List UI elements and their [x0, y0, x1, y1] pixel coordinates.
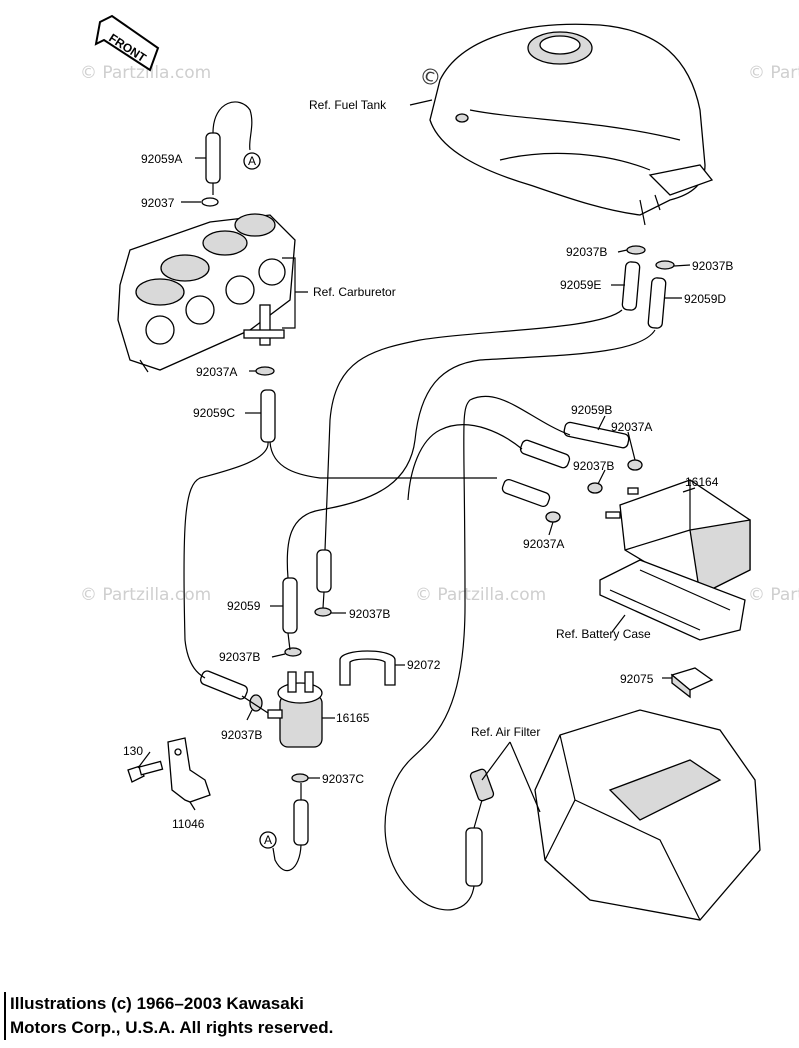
label-ref-carburetor: Ref. Carburetor	[313, 285, 396, 299]
watermark: © Partzilla.com	[80, 585, 211, 605]
bracket-11046	[167, 737, 211, 803]
hose-pump-bottom	[293, 799, 309, 846]
label-92037A-carb: 92037A	[196, 365, 237, 379]
hose-air-filter	[465, 827, 483, 887]
clamp-92037A-canister-bottom	[545, 511, 561, 523]
label-92059E: 92059E	[560, 278, 601, 292]
watermark: © Partzilla.com	[80, 63, 211, 83]
label-92037B-pump-top: 92037B	[349, 607, 390, 621]
air-filter-fitting	[469, 768, 495, 802]
clamp-92037	[201, 197, 219, 207]
carburetor-bracket-line	[282, 257, 308, 329]
watermark: © Partzilla.com	[415, 585, 546, 605]
label-92059C: 92059C	[193, 406, 235, 420]
watermark: © Partzilla.com	[748, 63, 799, 83]
connector-a-bottom: A	[259, 831, 277, 849]
label-92037: 92037	[141, 196, 175, 210]
clamp-92037C	[291, 773, 309, 783]
hose-92059B	[563, 421, 630, 449]
label-92037B-pump-inlet: 92037B	[221, 728, 262, 742]
fuel-pump-16165	[267, 671, 323, 748]
fuel-tubing	[183, 183, 656, 911]
label-92059B: 92059B	[571, 403, 612, 417]
label-130: 130	[123, 744, 143, 758]
clamp-92037B-canister	[587, 482, 603, 494]
label-ref-air-filter: Ref. Air Filter	[471, 725, 540, 739]
label-ref-battery-case: Ref. Battery Case	[556, 627, 651, 641]
label-92059: 92059	[227, 599, 261, 613]
clamp-92037B-tank-right	[655, 260, 675, 270]
leader-lines	[137, 99, 696, 813]
pump-bracket-92072	[339, 650, 396, 686]
air-filter-housing	[534, 709, 761, 921]
clamp-92037A-carb	[255, 366, 275, 376]
carburetor-assembly	[117, 213, 296, 373]
label-92037C: 92037C	[322, 772, 364, 786]
hose-canister-lower	[501, 478, 551, 508]
hose-92059E	[621, 261, 641, 311]
pad-92075	[670, 667, 714, 699]
clamp-92037B-pump-top	[314, 607, 332, 617]
connector-a-top: A	[243, 152, 261, 170]
bolt-130	[127, 760, 164, 783]
label-ref-fuel-tank: Ref. Fuel Tank	[309, 98, 387, 112]
copyright-line-1: Illustrations (c) 1966–2003 Kawasaki	[10, 994, 304, 1013]
label-92037B-pump-left: 92037B	[219, 650, 260, 664]
front-arrow-icon: FRONT	[94, 14, 160, 72]
hose-92059D	[647, 277, 667, 329]
label-92072: 92072	[407, 658, 441, 672]
copyright-notice: Illustrations (c) 1966–2003 Kawasaki Mot…	[4, 992, 450, 1040]
label-92037B-tank-right: 92037B	[692, 259, 733, 273]
part-labels: Ref. Fuel Tank Ref. Carburetor Ref. Batt…	[123, 98, 733, 831]
hose-pump-left	[199, 670, 249, 700]
label-92059D: 92059D	[684, 292, 726, 306]
label-92037A-canister-bottom: 92037A	[523, 537, 564, 551]
label-92037A-canister-top: 92037A	[611, 420, 652, 434]
hose-canister-middle	[519, 439, 571, 469]
svg-text:A: A	[264, 833, 272, 847]
fuel-tank	[429, 23, 714, 226]
clamp-92037A-canister	[627, 459, 643, 471]
hose-92059C	[260, 389, 276, 443]
hose-pump-top	[316, 549, 332, 593]
label-92075: 92075	[620, 672, 654, 686]
svg-text:A: A	[248, 154, 256, 168]
label-16164: 16164	[685, 475, 719, 489]
label-92037B-canister: 92037B	[573, 459, 614, 473]
copyright-line-2: Motors Corp., U.S.A. All rights reserved…	[10, 1018, 334, 1037]
hose-92059A	[205, 101, 253, 184]
label-11046: 11046	[172, 817, 205, 831]
label-92037B-tank-left: 92037B	[566, 245, 607, 259]
label-92059A: 92059A	[141, 152, 182, 166]
hose-92059-pump	[282, 577, 298, 634]
clamp-92037B-tank-left	[626, 245, 646, 255]
battery-case	[599, 559, 746, 641]
watermark: © Partzilla.com	[748, 585, 799, 605]
label-16165: 16165	[336, 711, 370, 725]
clamp-92037B-pump-left	[284, 647, 302, 657]
